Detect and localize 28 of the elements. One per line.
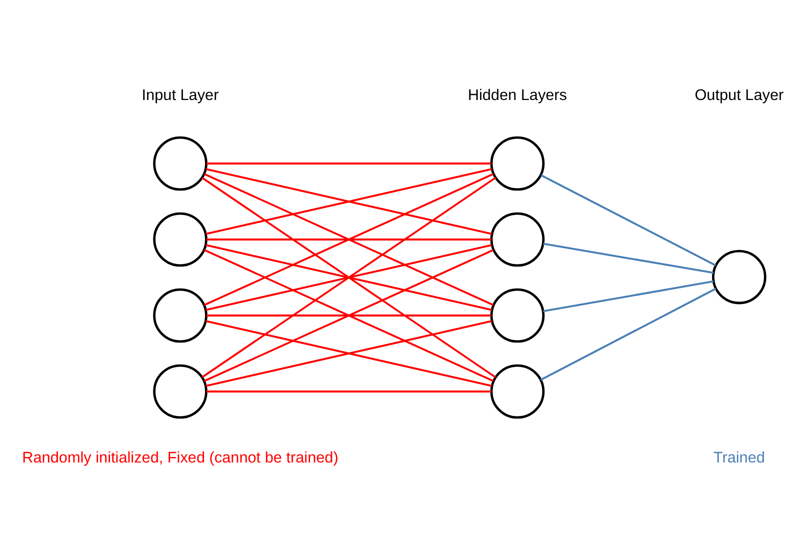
connector [206,320,492,386]
node-circle [153,364,208,418]
node-circle [490,364,545,418]
connector [206,314,492,316]
node-circle [490,288,545,342]
connector [206,162,492,164]
label: Input Layer [142,86,219,104]
node-circle [153,212,208,266]
connector [543,242,714,274]
node-circle [153,288,208,342]
node-circle [490,136,545,190]
connector [540,174,716,266]
connector [206,244,492,310]
connector [204,172,494,306]
connector [202,176,496,378]
label: Hidden Layers [468,86,568,104]
label: Trained [713,448,765,466]
node-circle [490,212,545,266]
connector [543,280,714,312]
label: Output Layer [694,86,784,104]
connector [206,168,492,234]
connector [206,390,492,392]
connector [204,248,494,382]
node-circle [153,136,208,190]
connector [206,238,492,240]
label: Randomly initialized, Fixed (cannot be trained) [22,448,338,466]
node-circle [712,249,766,304]
connector [540,287,716,380]
